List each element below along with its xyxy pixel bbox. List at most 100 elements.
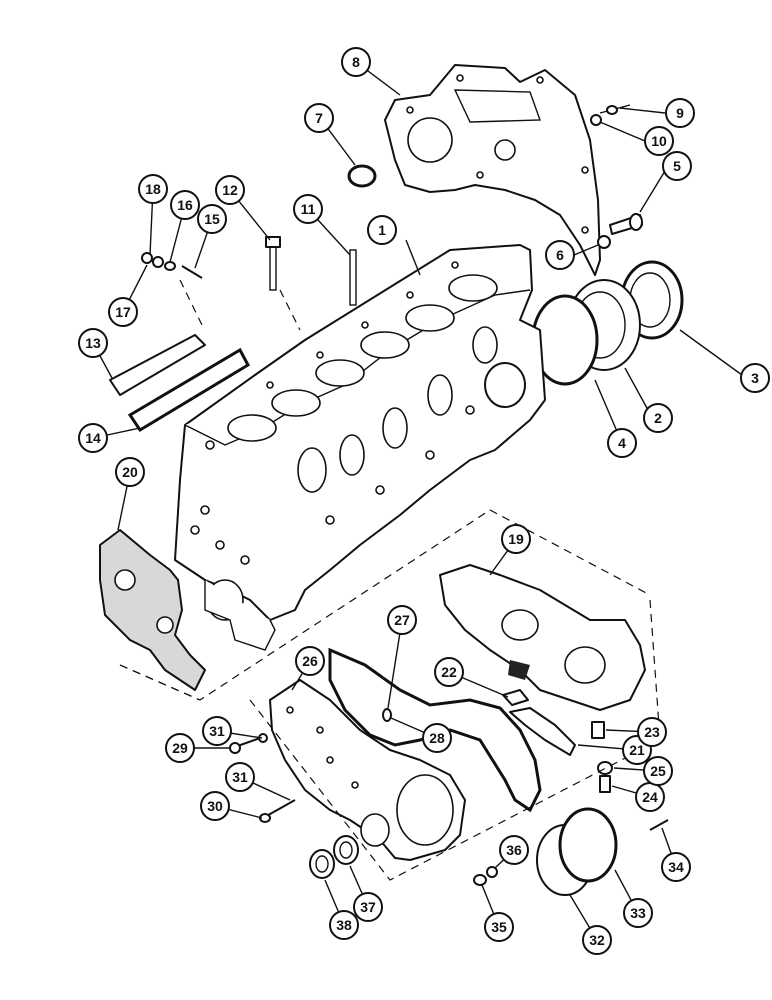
svg-text:7: 7 (315, 110, 323, 126)
callout-14: 14 (78, 423, 108, 453)
callout-23: 23 (637, 717, 667, 747)
svg-text:10: 10 (651, 133, 667, 149)
part-bolt-12 (265, 236, 281, 291)
callout-19: 19 (501, 524, 531, 554)
svg-text:34: 34 (668, 859, 684, 875)
svg-text:9: 9 (676, 105, 684, 121)
callout-36: 36 (499, 835, 529, 865)
part-cover-gasket (127, 347, 250, 433)
part-bracket-22 (502, 689, 529, 706)
part-stud-11 (349, 249, 357, 306)
svg-text:17: 17 (115, 304, 131, 320)
callout-20: 20 (115, 457, 145, 487)
part-gasket-21 (509, 707, 576, 756)
svg-text:12: 12 (222, 182, 238, 198)
callout-3: 3 (740, 363, 770, 393)
part-bolt-24 (597, 761, 613, 793)
part-front-cover (269, 679, 466, 861)
part-bolt-9 (590, 104, 631, 126)
svg-text:24: 24 (642, 789, 658, 805)
callout-8: 8 (341, 47, 371, 77)
part-gasket-33 (558, 807, 618, 883)
callout-11: 11 (293, 194, 323, 224)
part-fasteners-15-18 (141, 252, 203, 279)
part-rear-plate (384, 64, 601, 276)
svg-text:36: 36 (506, 842, 522, 858)
svg-text:8: 8 (352, 54, 360, 70)
svg-text:15: 15 (204, 211, 220, 227)
callout-31-upper: 31 (202, 716, 232, 746)
svg-text:21: 21 (629, 742, 645, 758)
callout-32: 32 (582, 925, 612, 955)
part-dowel (382, 708, 392, 722)
svg-text:27: 27 (394, 612, 410, 628)
svg-text:32: 32 (589, 932, 605, 948)
svg-text:38: 38 (336, 917, 352, 933)
callout-34: 34 (661, 852, 691, 882)
callout-5: 5 (662, 151, 692, 181)
svg-text:14: 14 (85, 430, 101, 446)
assembly-guides (119, 279, 661, 881)
callout-25: 25 (643, 756, 673, 786)
callout-28: 28 (422, 723, 452, 753)
callout-10: 10 (644, 126, 674, 156)
svg-text:31: 31 (232, 769, 248, 785)
svg-text:33: 33 (630, 905, 646, 921)
callout-4: 4 (607, 428, 637, 458)
svg-text:6: 6 (556, 247, 564, 263)
callout-2: 2 (643, 403, 673, 433)
callout-27: 27 (387, 605, 417, 635)
callout-29: 29 (165, 733, 195, 763)
part-cover-plate (109, 334, 206, 396)
svg-text:11: 11 (301, 201, 316, 217)
part-washer-38 (309, 849, 335, 879)
part-seal-37 (333, 835, 359, 865)
callout-9: 9 (665, 98, 695, 128)
callout-15: 15 (197, 204, 227, 234)
part-o-ring (347, 164, 377, 188)
svg-text:26: 26 (302, 653, 318, 669)
svg-text:30: 30 (207, 798, 223, 814)
svg-text:4: 4 (618, 435, 626, 451)
svg-text:28: 28 (429, 730, 445, 746)
part-bolt-5 (597, 213, 643, 249)
svg-text:31: 31 (209, 723, 225, 739)
part-cylinder-block (174, 244, 546, 651)
callout-16: 16 (170, 190, 200, 220)
callout-22: 22 (434, 657, 464, 687)
svg-text:2: 2 (654, 410, 662, 426)
callout-35: 35 (484, 912, 514, 942)
svg-text:1: 1 (378, 222, 386, 238)
callout-7: 7 (304, 103, 334, 133)
callout-33: 33 (623, 898, 653, 928)
svg-text:37: 37 (360, 899, 376, 915)
svg-text:20: 20 (122, 464, 138, 480)
svg-text:35: 35 (491, 919, 507, 935)
callout-13: 13 (78, 328, 108, 358)
callout-37: 37 (353, 892, 383, 922)
callout-24: 24 (635, 782, 665, 812)
part-stud-34 (649, 819, 669, 831)
part-nut-35-36 (473, 866, 498, 886)
callout-17: 17 (108, 297, 138, 327)
callout-31-lower: 31 (225, 762, 255, 792)
part-pin-23 (591, 721, 605, 739)
callout-38: 38 (329, 910, 359, 940)
svg-text:23: 23 (644, 724, 660, 740)
svg-text:18: 18 (145, 181, 161, 197)
part-front-gasket (99, 529, 206, 691)
svg-text:5: 5 (673, 158, 681, 174)
callout-1: 1 (367, 215, 397, 245)
svg-text:29: 29 (172, 740, 188, 756)
svg-text:22: 22 (441, 664, 457, 680)
svg-text:3: 3 (751, 370, 759, 386)
svg-text:16: 16 (177, 197, 193, 213)
svg-text:13: 13 (85, 335, 101, 351)
callout-18: 18 (138, 174, 168, 204)
callout-30: 30 (200, 791, 230, 821)
callout-6: 6 (545, 240, 575, 270)
svg-text:19: 19 (508, 531, 524, 547)
svg-text:25: 25 (650, 763, 666, 779)
part-timing-case (439, 564, 646, 711)
